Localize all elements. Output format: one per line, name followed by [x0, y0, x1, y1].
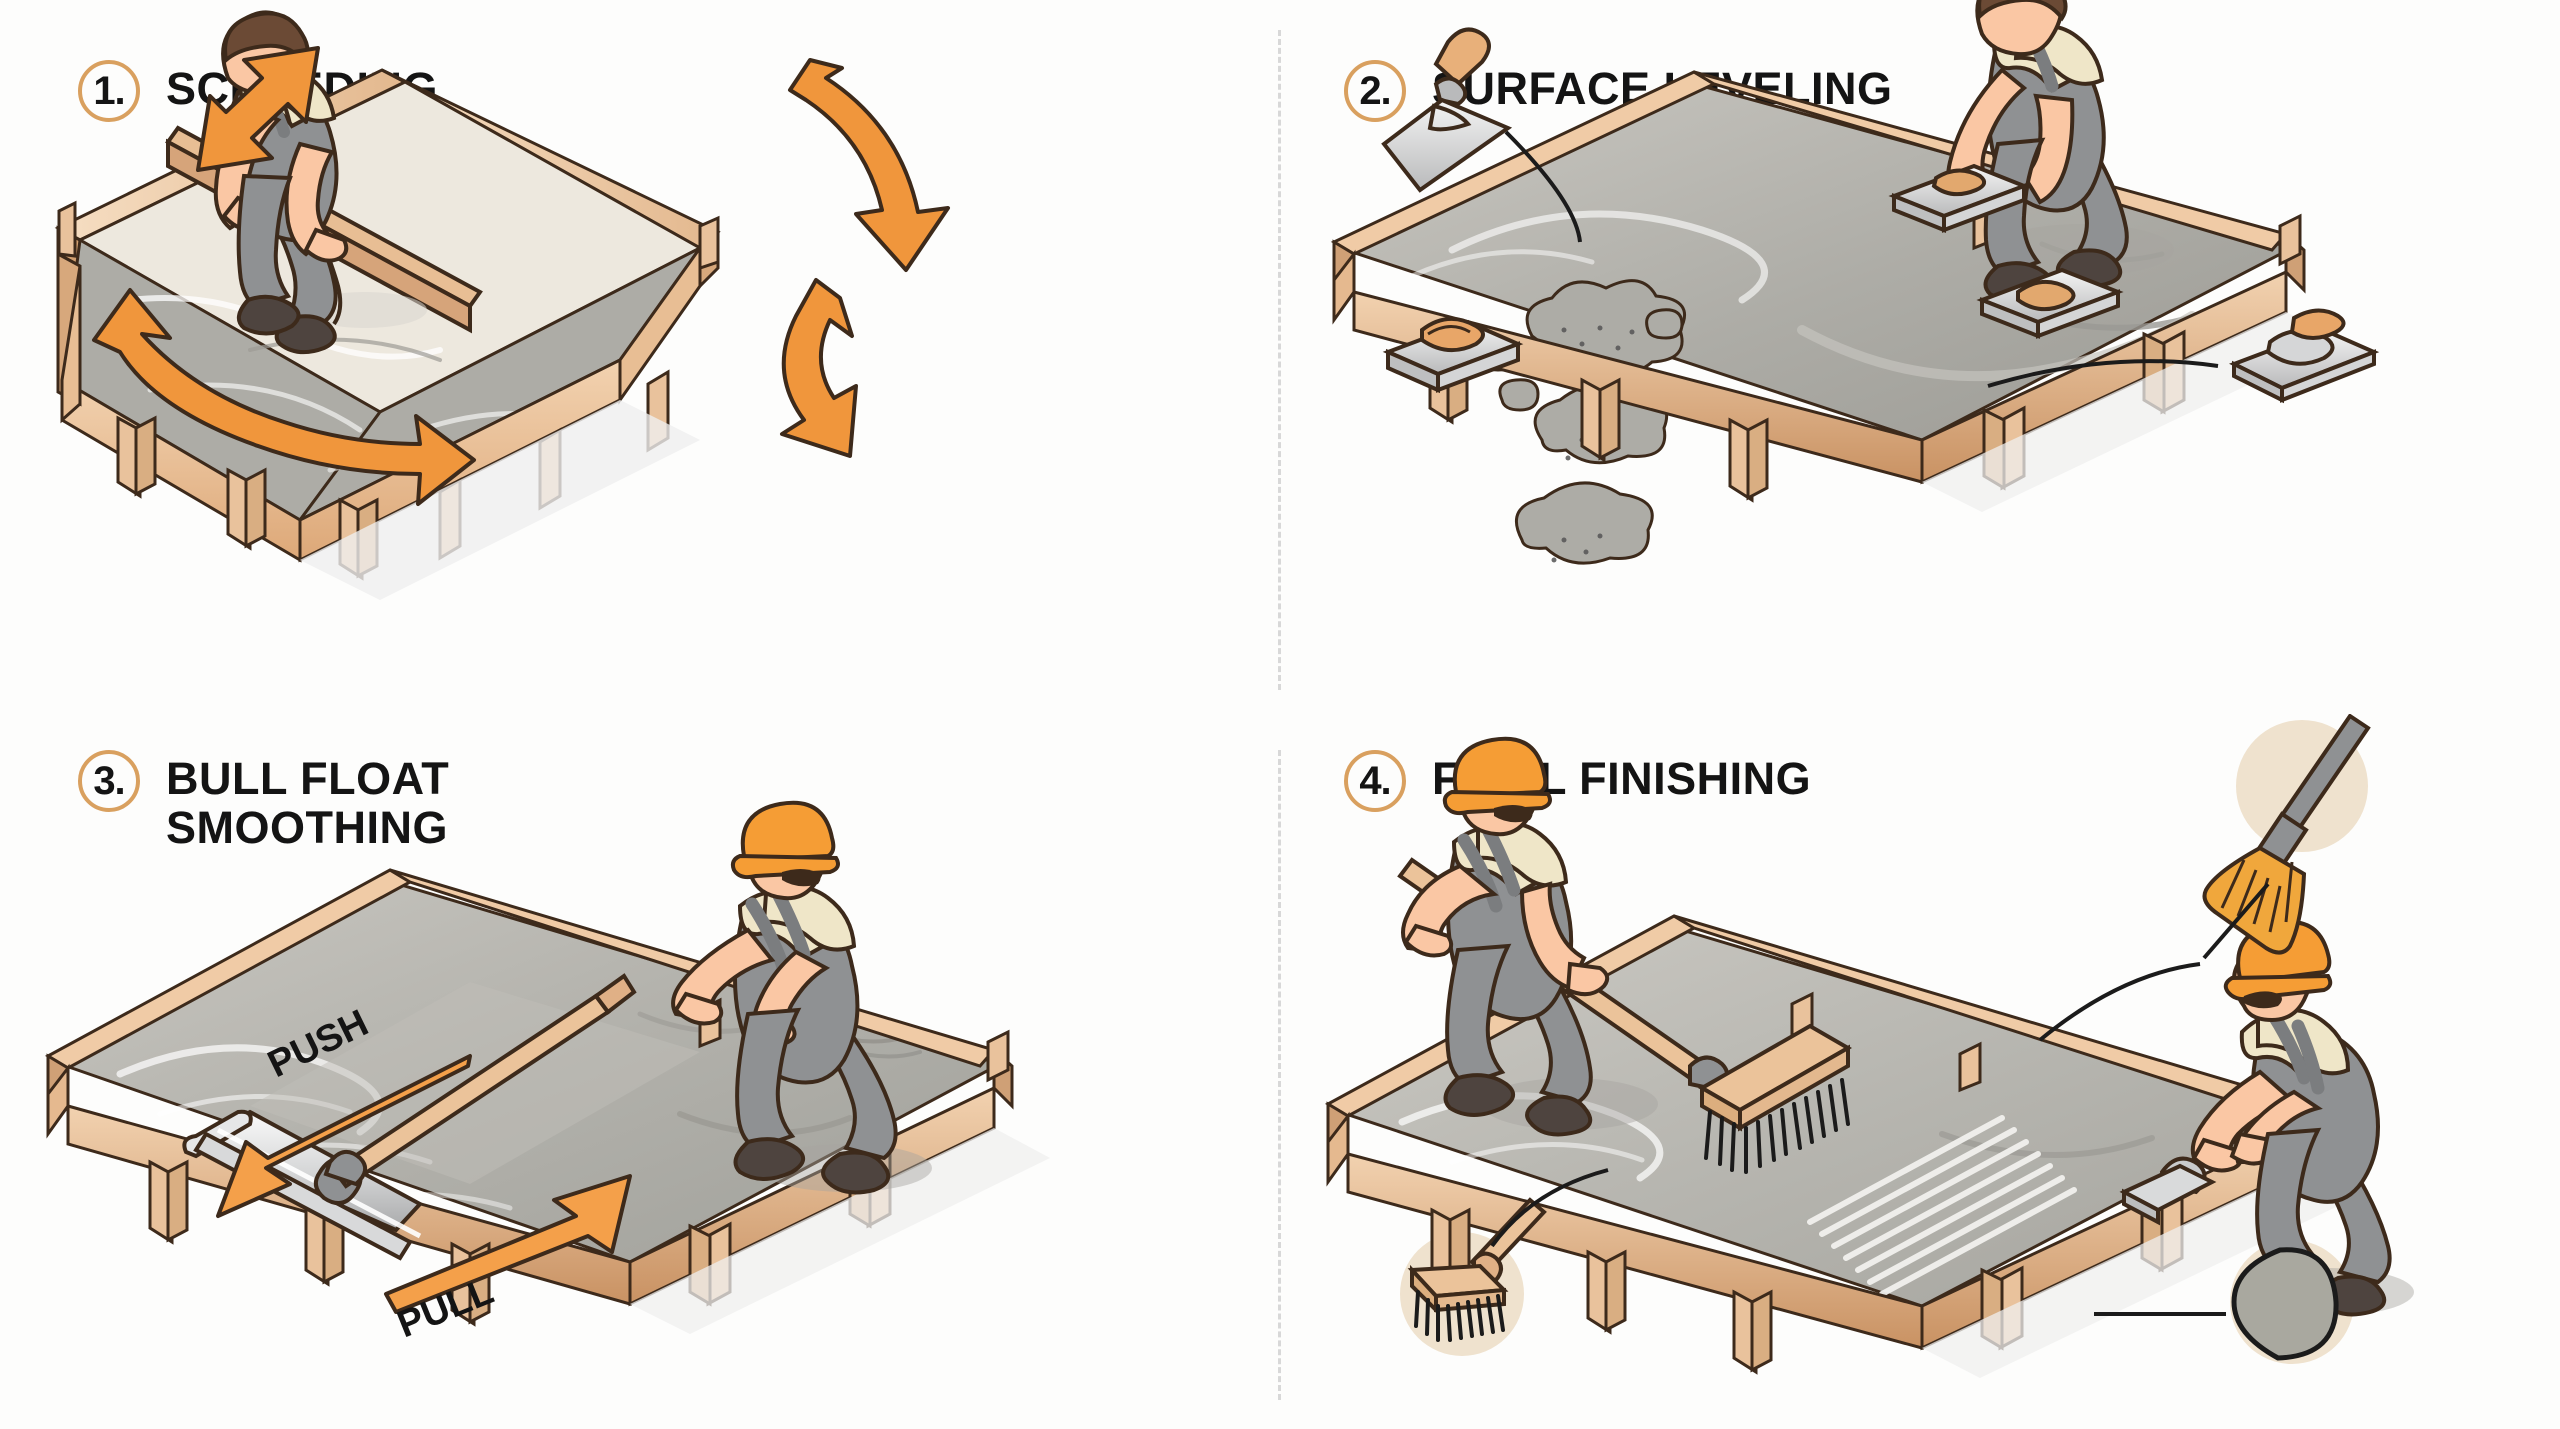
form-board-front-right — [1920, 269, 2288, 485]
panel-2-title-row: 2. SURFACE LEVELING — [1344, 58, 1893, 122]
form-stakes-4 — [1430, 991, 2302, 1375]
form-boards-4 — [1324, 914, 2306, 1351]
arrow-small-curl — [780, 278, 858, 458]
panel-screeding: 1. SCREEDING — [0, 0, 1278, 714]
arrow-curved-sweep — [788, 58, 950, 272]
panel-4-title-row: 4. FINAL FINISHING — [1344, 748, 1811, 812]
panel-bull-float-smoothing: 3. BULL FLOAT SMOOTHING — [0, 714, 1278, 1429]
hand-float-icon — [1382, 317, 1524, 394]
panel-4-title: FINAL FINISHING — [1432, 753, 1812, 804]
form-board-front-left — [1346, 1152, 1924, 1350]
push-arrow-label: PUSH — [262, 1002, 375, 1086]
broom-finish-lines — [1807, 1115, 2077, 1297]
panel-divider-upper — [1278, 30, 1281, 690]
form-board-front-left — [1352, 290, 1924, 484]
form-board-front-right — [298, 357, 622, 563]
broom-badge-circle-top — [2236, 720, 2368, 852]
concrete-surface — [1347, 84, 2297, 442]
step-number-badge-1: 1. — [78, 60, 140, 122]
edge-badge-circle — [2230, 1240, 2354, 1364]
panel-surface-leveling: 2. SURFACE LEVELING — [1282, 0, 2560, 714]
leader-line-steel-trowel — [1987, 359, 2219, 388]
rough-patch-bottom — [1514, 481, 1654, 565]
form-stakes — [57, 200, 720, 581]
form-board-left-side — [56, 251, 82, 424]
leader-line-trowel — [1504, 130, 1582, 243]
screed-board — [165, 125, 483, 334]
pull-arrow — [384, 1174, 632, 1314]
pull-arrow-label: PULL — [392, 1270, 500, 1346]
leader-line-broom-top — [2202, 882, 2270, 960]
panel-1-title: SCREEDING — [166, 63, 439, 114]
form-stakes-3 — [148, 997, 1010, 1327]
form-board-front-right — [1920, 1133, 2288, 1351]
hand-float-resting — [1976, 267, 2124, 339]
panel-final-finishing: 4. FINAL FINISHING — [1282, 714, 2560, 1429]
arrow-curved-double — [92, 288, 476, 506]
step-number-badge-2: 2. — [1344, 60, 1406, 122]
rough-patch-lower — [1533, 382, 1669, 465]
bull-float-tool — [182, 973, 637, 1261]
form-stakes-2 — [1428, 199, 2302, 503]
steel-trowel-icon — [2229, 308, 2380, 404]
panel-1-title-row: 1. SCREEDING — [78, 58, 438, 122]
step-number-badge-3: 3. — [78, 750, 140, 812]
broom-badge-icon — [2202, 714, 2371, 955]
leader-line-broom-bottom — [1490, 1168, 1609, 1248]
form-board-front-left — [66, 1104, 632, 1306]
concrete-surface — [62, 882, 1004, 1264]
form-boards-3 — [44, 868, 1014, 1307]
panel-2-title: SURFACE LEVELING — [1432, 63, 1893, 114]
worker-edging — [2119, 920, 2414, 1317]
form-board-right-side — [618, 228, 720, 405]
form-board-front-left — [60, 377, 302, 563]
concrete-dry-area — [76, 80, 704, 414]
edging-tool-badge-icon — [2231, 1247, 2339, 1361]
push-broom-badge-icon — [1407, 1197, 1547, 1342]
panel-divider-lower — [1278, 750, 1281, 1400]
push-arrow — [216, 1054, 472, 1218]
panel-4-illustration — [1324, 714, 2414, 1378]
panel-3-title-row: 3. BULL FLOAT SMOOTHING — [78, 748, 449, 852]
rough-patch-main — [1525, 279, 1686, 375]
edging-tool — [2119, 1156, 2217, 1226]
rough-patch-group — [1476, 279, 1686, 565]
hand-float-in-use — [1888, 163, 2030, 233]
form-boards-2 — [1330, 70, 2306, 485]
concrete-surface — [1342, 928, 2296, 1308]
concrete-wet-area — [60, 237, 383, 522]
worker-floating — [1946, 0, 2174, 303]
step-number-badge-4: 4. — [1344, 750, 1406, 812]
worker-bull-floating — [671, 800, 932, 1195]
panel-3-title: BULL FLOAT SMOOTHING — [166, 753, 450, 853]
broom-badge-circle-bottom — [1400, 1232, 1524, 1356]
form-board-front-right — [628, 1085, 996, 1307]
